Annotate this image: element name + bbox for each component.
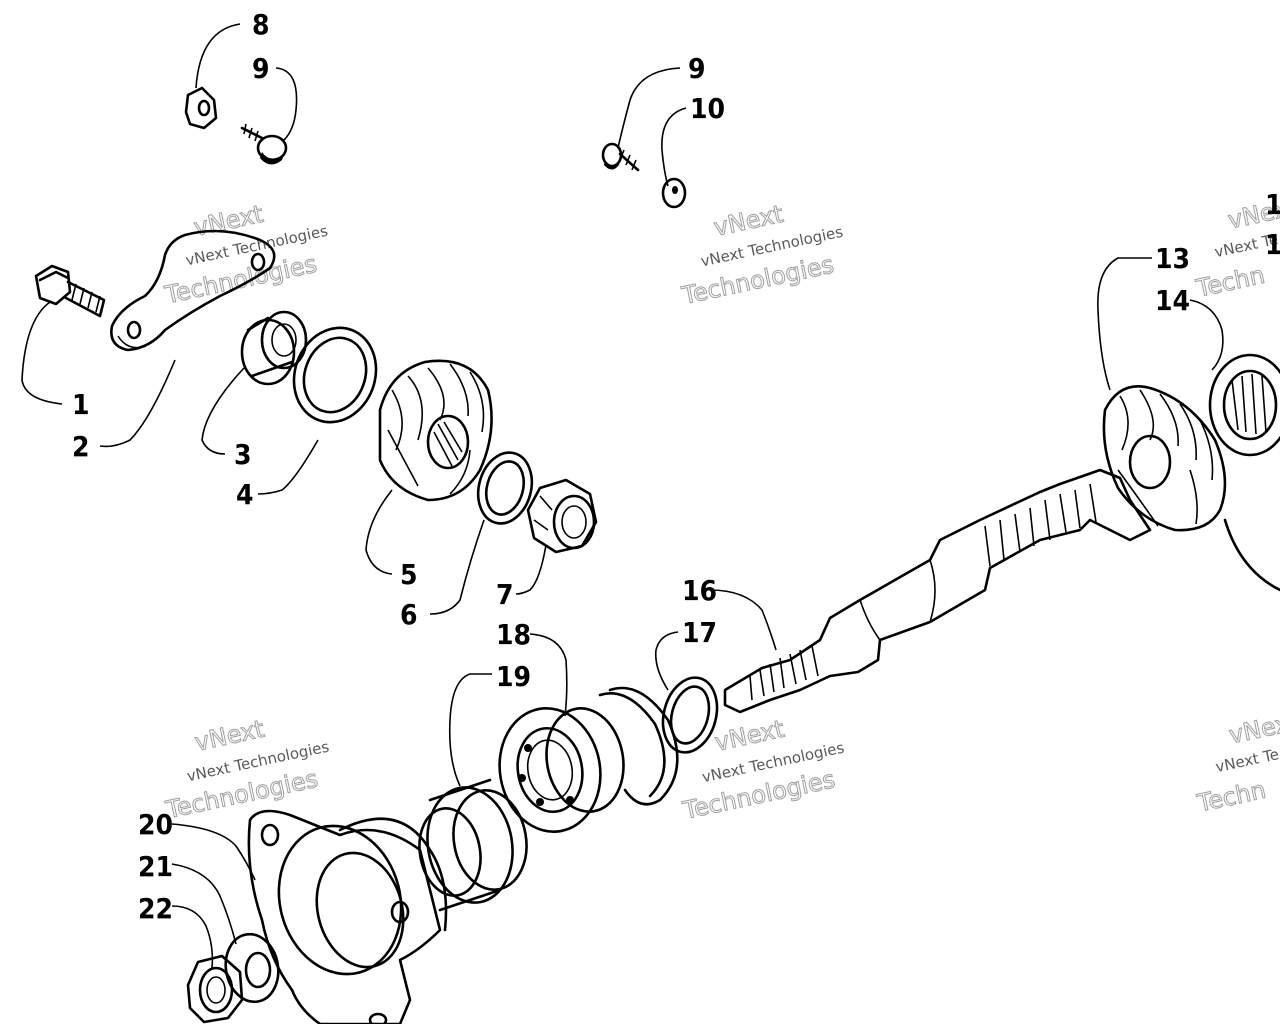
svg-text:vNext Te: vNext Te [1214,745,1280,776]
callout-17: 17 [682,616,717,649]
leader-lines [21,23,1224,969]
part-21-washer [224,932,280,1004]
callout-labels: 1 2 3 4 5 6 7 8 9 9 10 13 14 1 1 16 17 1… [72,8,1280,925]
callout-14: 14 [1155,284,1190,317]
callout-13: 13 [1155,242,1190,275]
svg-text:vNext: vNext [1227,707,1280,749]
circlip [598,686,679,806]
part-6-washer [476,451,534,525]
callout-2: 2 [72,430,90,463]
part-2-cover-plate [110,229,276,352]
callout-4: 4 [236,478,254,511]
callout-21: 21 [138,850,173,883]
callout-5: 5 [400,558,418,591]
watermark-6: vNext vNext Te Techn [1194,707,1280,818]
part-5-bevel-gear [378,359,493,502]
callout-9-left: 9 [252,52,270,85]
callout-10: 10 [690,92,725,125]
part-7-lock-nut [526,478,598,554]
callout-19: 19 [496,660,531,693]
part-8-lock-tab [184,86,218,130]
watermark-1: vNext vNext Technologies Technologies [161,199,329,310]
part-13-bevel-gear [1102,385,1227,532]
svg-text:vNext: vNext [191,200,265,242]
callout-20: 20 [138,808,173,841]
callout-6: 6 [400,598,418,631]
callout-16: 16 [682,574,717,607]
svg-text:vNext: vNext [712,715,786,757]
part-10-washer [661,177,687,209]
watermark-4: vNext vNext Technologies Technologies [679,714,846,825]
callout-3: 3 [234,438,252,471]
svg-text:Techn: Techn [1193,261,1267,303]
callout-15-bottom: 1 [1265,228,1280,261]
part-22-nut [186,954,244,1024]
part-9-screw-left [240,123,288,165]
callout-18: 18 [496,618,531,651]
part-19-oil-seal [418,778,528,912]
part-20-flange-housing [247,809,448,1024]
output-shaft [723,468,1152,714]
callout-22: 22 [138,892,173,925]
callout-8: 8 [252,8,270,41]
svg-text:Techn: Techn [1194,776,1268,818]
part-18-ball-bearing [498,707,625,833]
part-1-flange-bolt [34,264,106,318]
part-17-snap-ring [661,676,719,754]
watermark-2: vNext vNext Technologies Technologies [678,199,844,310]
watermark-3: vNext vNext Technologies Technologies [162,714,331,825]
callout-7: 7 [496,578,514,611]
callout-9-right: 9 [688,52,706,85]
part-14-needle-bearing [1208,353,1280,592]
callout-15-top: 1 [1265,188,1280,221]
svg-text:vNext: vNext [192,715,266,757]
part-9-screw-right [601,142,640,172]
part-3-bushing [240,310,308,386]
svg-text:vNext: vNext [711,200,785,242]
part-4-thrust-washer [292,326,378,424]
callout-1: 1 [72,388,90,421]
